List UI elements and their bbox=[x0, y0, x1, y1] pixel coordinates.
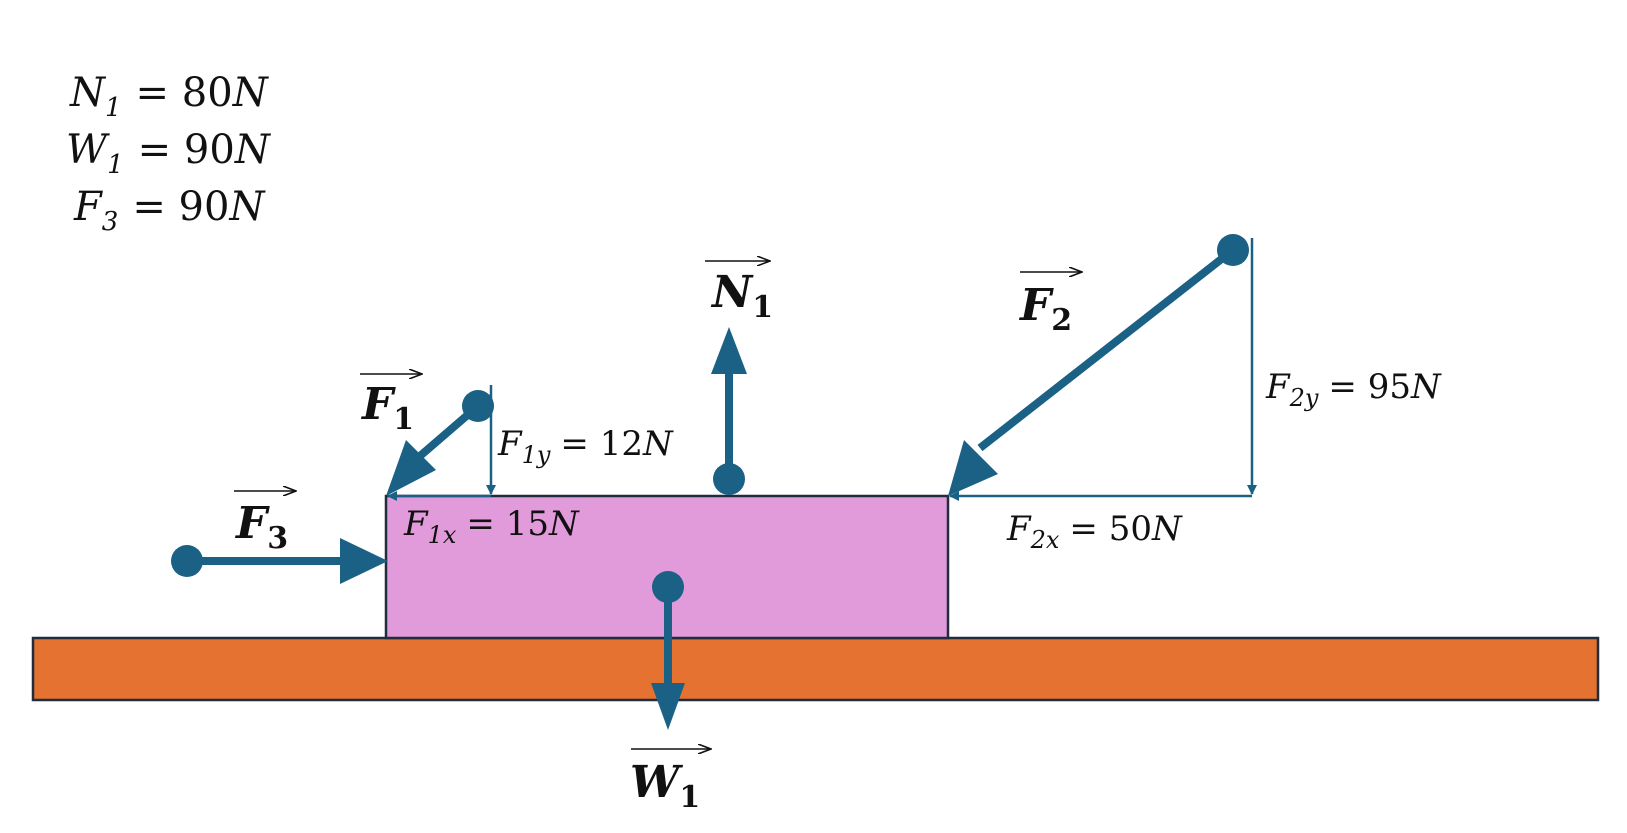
arrowhead-n1 bbox=[711, 327, 747, 374]
arrowhead-f3 bbox=[340, 538, 388, 584]
tail-dot-f2 bbox=[1217, 234, 1249, 266]
label-f2: F2 bbox=[1018, 272, 1082, 338]
vector-f3 bbox=[171, 538, 388, 584]
tail-dot-f1 bbox=[462, 390, 494, 422]
tail-dot-f3 bbox=[171, 545, 203, 577]
label-f3: F3 bbox=[234, 491, 296, 556]
given-n1: N1= 80N bbox=[69, 70, 270, 123]
arrowhead-f2 bbox=[948, 440, 998, 496]
label-w1: W1 bbox=[630, 749, 711, 815]
tail-dot-n1 bbox=[713, 463, 745, 495]
label-f2y: F2y= 95N bbox=[1265, 367, 1442, 412]
vector-f2 bbox=[948, 234, 1249, 496]
vector-f1 bbox=[386, 390, 494, 496]
label-f2x: F2x= 50N bbox=[1006, 509, 1183, 554]
vector-n1 bbox=[711, 327, 747, 495]
svg-text:N1: N1 bbox=[710, 267, 773, 325]
label-f1y: F1y= 12N bbox=[497, 424, 674, 469]
svg-text:W1: W1 bbox=[630, 757, 700, 815]
svg-text:F3: F3 bbox=[234, 498, 288, 556]
arrowhead-w1 bbox=[651, 683, 685, 730]
givens-list: N1= 80N W1= 90N F3= 90N bbox=[66, 70, 272, 237]
svg-text:F1: F1 bbox=[360, 379, 414, 437]
tail-dot-w1 bbox=[652, 571, 684, 603]
vector-w1 bbox=[651, 571, 685, 730]
given-w1: W1= 90N bbox=[66, 127, 272, 180]
label-f1: F1 bbox=[360, 374, 422, 437]
label-f1x: F1x= 15N bbox=[403, 504, 580, 549]
svg-text:F2: F2 bbox=[1018, 280, 1072, 338]
ground-surface bbox=[31, 636, 1600, 702]
label-n1: N1 bbox=[705, 261, 773, 325]
given-f3: F3= 90N bbox=[73, 184, 266, 237]
arrowhead-f1 bbox=[386, 440, 436, 496]
